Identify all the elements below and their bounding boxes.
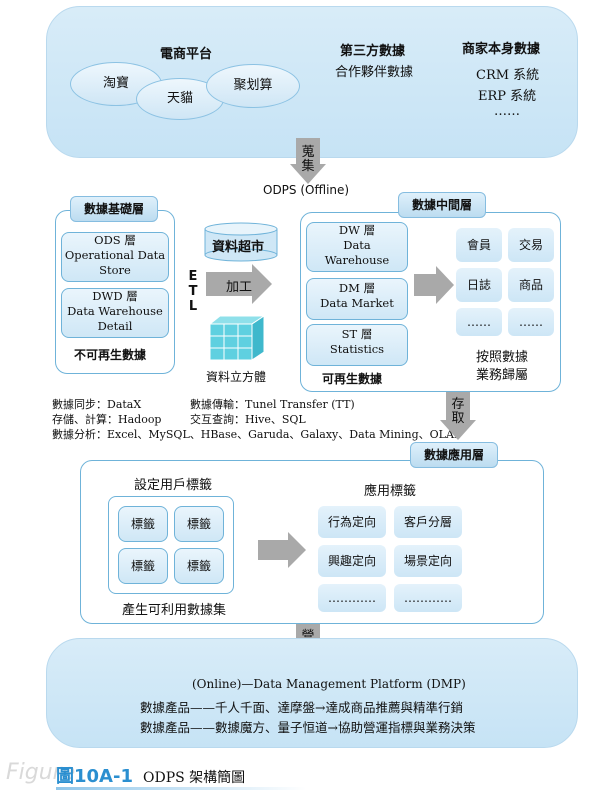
dw-line-1: DW 層 (338, 223, 376, 237)
mid-grid-product: 商品 (508, 268, 554, 302)
dm-card: DM 層 Data Market (306, 278, 408, 320)
etl-char-e: E (188, 269, 198, 284)
tag-card-1: 標籤 (118, 506, 168, 542)
base-layer-footer: 不可再生數據 (74, 348, 147, 362)
ods-line-2: Operational Data (64, 248, 166, 262)
collect-char-2: 集 (301, 159, 315, 174)
third-party-title: 第三方數據 (340, 44, 406, 59)
mid-grid-member: 會員 (456, 228, 502, 262)
etl-char-t: T (188, 284, 198, 299)
grid-caption-1: 按照數據 (476, 350, 529, 365)
dwd-line-1: DWD 層 (92, 289, 138, 303)
tools-storage: 存儲、計算：Hadoop (52, 413, 162, 426)
apply-segment: 客戶分層 (394, 506, 462, 538)
merchant-title: 商家本身數據 (462, 42, 541, 57)
tag-card-4: 標籤 (174, 548, 224, 584)
data-cube-icon (208, 315, 266, 361)
access-char-1: 存 (451, 397, 465, 412)
dmp-line-2: 數據產品——數據魔方、量子恒道→協助營運指標與業務決策 (140, 720, 476, 735)
mid-grid-trade: 交易 (508, 228, 554, 262)
tools-transfer: 數據傳輸：Tunel Transfer (TT) (190, 398, 355, 411)
dw-line-2: Data (343, 238, 371, 252)
etl-char-l: L (188, 299, 198, 314)
tag-card-3: 標籤 (118, 548, 168, 584)
dm-line-1: DM 層 (338, 281, 376, 295)
st-card: ST 層 Statistics (306, 324, 408, 366)
apply-more-1: ………… (318, 584, 386, 612)
apply-more-2: ………… (394, 584, 462, 612)
data-cube-label: 資料立方體 (206, 370, 267, 384)
grid-caption-2: 業務歸屬 (476, 368, 529, 383)
apply-arrow (258, 532, 306, 568)
odps-title: ODPS (Offline) (263, 183, 350, 197)
platform-juhuasuan: 聚划算 (206, 64, 300, 108)
access-arrow (440, 392, 476, 440)
apply-interest: 興趣定向 (318, 545, 386, 577)
collect-arrow (290, 138, 326, 184)
ods-line-1: ODS 層 (94, 233, 136, 247)
dm-line-2: Data Market (320, 296, 394, 310)
dwd-line-3: Detail (97, 319, 133, 333)
base-layer-title: 數據基礎層 (70, 196, 158, 222)
caption-text: ODPS 架構簡圖 (143, 770, 246, 786)
apply-tags-title: 應用標籤 (364, 484, 417, 499)
merchant-more: …… (494, 104, 520, 119)
caption-underline (56, 787, 306, 790)
app-layer-footer: 產生可利用數據集 (122, 603, 227, 618)
tools-analysis: 數據分析：Excel、MySQL、HBase、Garuda、Galaxy、Dat… (52, 428, 462, 441)
apply-behavior: 行為定向 (318, 506, 386, 538)
merchant-crm: CRM 系統 (476, 68, 540, 83)
mid-grid-log: 日誌 (456, 268, 502, 302)
mid-layer-footer: 可再生數據 (322, 372, 383, 386)
apply-scene: 場景定向 (394, 545, 462, 577)
dwd-card: DWD 層 Data Warehouse Detail (61, 288, 169, 338)
ods-card: ODS 層 Operational Data Store (61, 232, 169, 282)
tools-query: 交互查詢：Hive、SQL (190, 413, 306, 426)
ods-line-3: Store (99, 263, 131, 277)
data-mart-label: 資料超市 (212, 240, 265, 255)
set-tags-title: 設定用戶標籤 (134, 478, 213, 493)
caption-watermark: Figure (6, 760, 76, 785)
tag-card-2: 標籤 (174, 506, 224, 542)
process-label: 加工 (226, 280, 253, 295)
process-arrow (206, 264, 272, 304)
mid-layer-title: 數據中間層 (398, 192, 486, 218)
database-cylinder-icon (204, 222, 278, 262)
dmp-panel (46, 638, 578, 748)
ecommerce-title: 電商平台 (160, 47, 213, 62)
st-line-2: Statistics (329, 342, 385, 356)
dmp-title: (Online)—Data Management Platform (DMP) (192, 677, 466, 691)
merchant-erp: ERP 系統 (478, 89, 537, 104)
app-layer-title: 數據應用層 (410, 442, 498, 468)
grouping-arrow (414, 266, 454, 304)
caption-number: 圖10A-1 (56, 766, 133, 787)
access-char-2: 取 (451, 411, 465, 426)
st-line-1: ST 層 (341, 327, 373, 341)
tools-sync: 數據同步：DataX (52, 398, 142, 411)
third-party-sub: 合作夥伴數據 (335, 65, 414, 80)
dw-line-3: Warehouse (324, 253, 390, 267)
dmp-line-1: 數據產品——千人千面、達摩盤→達成商品推薦與精準行銷 (140, 700, 463, 715)
collect-char-1: 蒐 (301, 145, 315, 160)
mid-grid-more-2: …… (508, 308, 554, 336)
mid-grid-more-1: …… (456, 308, 502, 336)
dwd-line-2: Data Warehouse (67, 304, 163, 318)
dw-card: DW 層 Data Warehouse (306, 222, 408, 272)
